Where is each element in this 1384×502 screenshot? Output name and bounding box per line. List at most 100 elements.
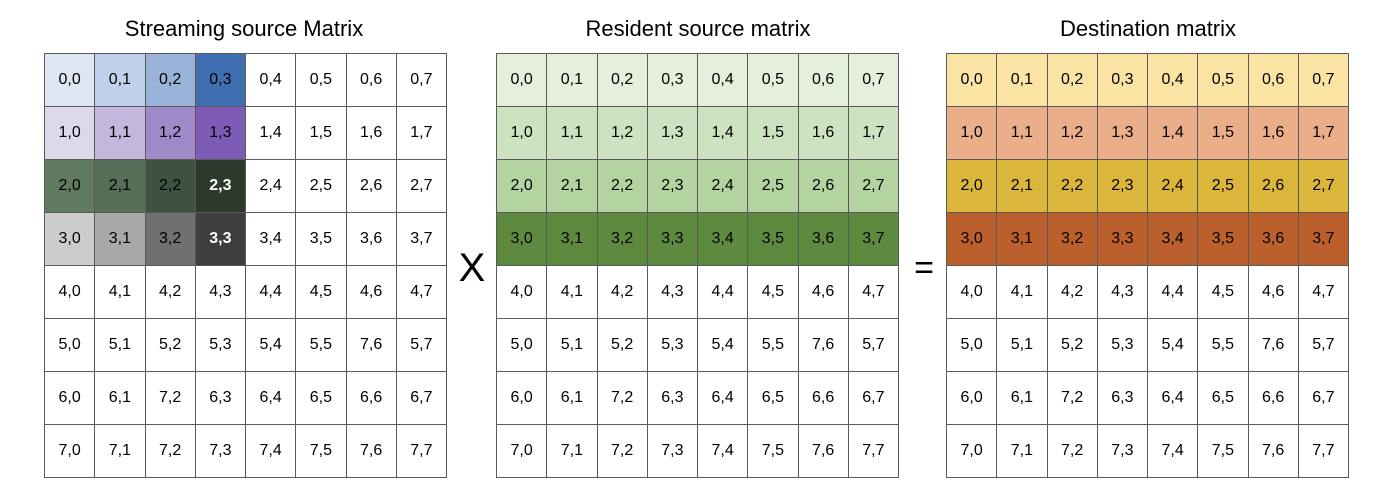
matrix-cell: 7,2	[1047, 425, 1098, 478]
matrix-cell: 2,2	[597, 160, 648, 213]
matrix-cell: 0,3	[647, 54, 698, 107]
multiply-operator: X	[458, 246, 486, 290]
matrix-cell: 6,0	[947, 372, 998, 425]
matrix-cell: 6,3	[195, 372, 246, 425]
matrix-cell: 1,4	[1148, 107, 1199, 160]
matrix-cell: 0,2	[597, 54, 648, 107]
matrix-cell: 4,6	[1248, 266, 1299, 319]
matrix-cell: 5,7	[848, 319, 899, 372]
matrix-cell: 7,3	[1097, 425, 1148, 478]
matrix-cell: 2,3	[195, 160, 246, 213]
matrix-cell: 6,5	[1198, 372, 1249, 425]
matrix-cell: 7,7	[848, 425, 899, 478]
matrix-cell: 5,0	[497, 319, 548, 372]
matrix-cell: 3,6	[1248, 213, 1299, 266]
matrix-cell: 7,1	[547, 425, 598, 478]
matrix-cell: 4,4	[1148, 266, 1199, 319]
matrix-cell: 4,5	[1198, 266, 1249, 319]
matrix-cell: 1,0	[947, 107, 998, 160]
matrix-cell: 0,6	[798, 54, 849, 107]
matrix-cell: 5,0	[45, 319, 96, 372]
matrix-cell: 2,6	[798, 160, 849, 213]
matrix-cell: 4,7	[848, 266, 899, 319]
matrix-cell: 0,7	[396, 54, 447, 107]
matrix-cell: 1,1	[95, 107, 146, 160]
matrix-cell: 0,1	[547, 54, 598, 107]
matrix-cell: 2,4	[246, 160, 297, 213]
matrix-cell: 4,2	[597, 266, 648, 319]
matrix-cell: 4,1	[95, 266, 146, 319]
matrix-cell: 7,0	[947, 425, 998, 478]
matrix-cell: 0,0	[45, 54, 96, 107]
matrix-cell: 7,4	[698, 425, 749, 478]
matrix-cell: 0,5	[296, 54, 347, 107]
matrix-cell: 5,7	[1298, 319, 1349, 372]
matrix-cell: 7,5	[748, 425, 799, 478]
matrix-cell: 4,3	[195, 266, 246, 319]
matrix-cell: 4,3	[1097, 266, 1148, 319]
matrix-cell: 5,0	[947, 319, 998, 372]
matrix-cell: 1,2	[597, 107, 648, 160]
matrix-cell: 4,7	[1298, 266, 1349, 319]
matrix-cell: 6,5	[748, 372, 799, 425]
streaming-source-matrix-title: Streaming source Matrix	[124, 16, 364, 41]
matrix-cell: 7,6	[798, 425, 849, 478]
matrix-cell: 1,5	[748, 107, 799, 160]
matrix-cell: 3,1	[95, 213, 146, 266]
matrix-cell: 5,2	[1047, 319, 1098, 372]
matrix-cell: 1,1	[547, 107, 598, 160]
matrix-cell: 3,0	[497, 213, 548, 266]
matrix-cell: 5,5	[296, 319, 347, 372]
matrix-cell: 3,5	[296, 213, 347, 266]
matrix-cell: 7,5	[296, 425, 347, 478]
matrix-cell: 7,4	[1148, 425, 1199, 478]
matrix-cell: 3,3	[1097, 213, 1148, 266]
matrix-cell: 0,5	[748, 54, 799, 107]
matrix-cell: 6,4	[1148, 372, 1199, 425]
matrix-cell: 3,2	[1047, 213, 1098, 266]
resident-source-matrix-title: Resident source matrix	[585, 16, 811, 41]
matrix-cell: 2,5	[296, 160, 347, 213]
matrix-cell: 5,1	[95, 319, 146, 372]
matrix-cell: 6,1	[997, 372, 1048, 425]
matrix-cell: 3,7	[1298, 213, 1349, 266]
matrix-cell: 3,6	[798, 213, 849, 266]
matrix-cell: 2,7	[396, 160, 447, 213]
destination-matrix-title: Destination matrix	[1059, 16, 1237, 41]
matrix-cell: 0,5	[1198, 54, 1249, 107]
matrix-cell: 7,2	[597, 372, 648, 425]
matrix-cell: 7,1	[997, 425, 1048, 478]
matrix-cell: 3,7	[396, 213, 447, 266]
matrix-cell: 6,0	[497, 372, 548, 425]
matrix-cell: 5,4	[246, 319, 297, 372]
matrix-cell: 3,2	[597, 213, 648, 266]
matrix-cell: 4,5	[748, 266, 799, 319]
matrix-cell: 5,2	[145, 319, 196, 372]
matrix-cell: 2,5	[1198, 160, 1249, 213]
equals-operator: =	[914, 249, 934, 287]
matrix-cell: 3,3	[195, 213, 246, 266]
matrix-cell: 0,7	[1298, 54, 1349, 107]
matrix-cell: 4,2	[145, 266, 196, 319]
matrix-cell: 6,7	[396, 372, 447, 425]
matrix-cell: 0,4	[1148, 54, 1199, 107]
matrix-cell: 1,6	[346, 107, 397, 160]
matrix-cell: 6,4	[246, 372, 297, 425]
matrix-cell: 3,1	[547, 213, 598, 266]
matrix-cell: 4,0	[947, 266, 998, 319]
matrix-cell: 2,5	[748, 160, 799, 213]
matrix-cell: 0,4	[246, 54, 297, 107]
matrix-cell: 5,2	[597, 319, 648, 372]
matrix-cell: 1,3	[195, 107, 246, 160]
matrix-cell: 1,3	[1097, 107, 1148, 160]
matrix-cell: 7,4	[246, 425, 297, 478]
matrix-cell: 4,6	[798, 266, 849, 319]
matrix-cell: 1,3	[647, 107, 698, 160]
matrix-cell: 4,0	[497, 266, 548, 319]
matrix-cell: 3,4	[246, 213, 297, 266]
matrix-cell: 5,7	[396, 319, 447, 372]
matrix-cell: 4,0	[45, 266, 96, 319]
matrix-cell: 3,2	[145, 213, 196, 266]
